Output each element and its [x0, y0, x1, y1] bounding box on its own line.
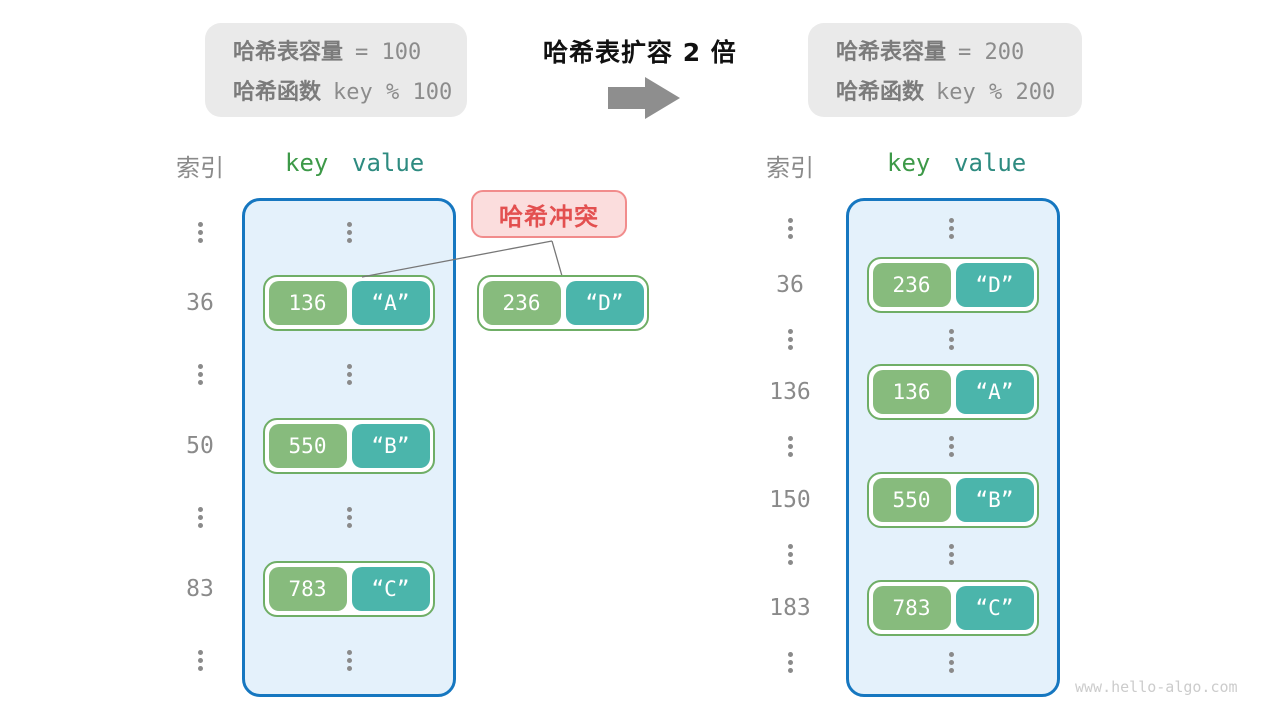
ellipsis-dots: [750, 544, 830, 565]
capacity-label: 哈希表容量: [233, 40, 344, 65]
key-cell: 550: [872, 478, 951, 522]
index-label: 150: [769, 487, 811, 513]
pair-136-A: 136 “A”: [867, 364, 1039, 420]
hash-function-value: key % 200: [936, 80, 1056, 105]
index-label: 50: [186, 433, 214, 459]
right-index-header: 索引: [766, 154, 814, 182]
key-cell: 783: [268, 567, 347, 611]
key-cell: 783: [872, 586, 951, 630]
ellipsis-dots: [911, 218, 991, 239]
ellipsis-dots: [911, 436, 991, 457]
pair-550-B: 550 “B”: [263, 418, 435, 474]
info-line: 哈希函数 key % 100: [233, 74, 467, 106]
hash-function-label: 哈希函数: [836, 80, 925, 105]
ellipsis-dots: [750, 652, 830, 673]
index-label: 136: [769, 379, 811, 405]
info-line: 哈希表容量 = 100: [233, 34, 467, 66]
index-label: 83: [186, 576, 214, 602]
info-box-capacity-200: 哈希表容量 = 200 哈希函数 key % 200: [808, 23, 1082, 117]
pair-550-B: 550 “B”: [867, 472, 1039, 528]
expand-title: 哈希表扩容 2 倍: [543, 38, 737, 67]
info-box-capacity-100: 哈希表容量 = 100 哈希函数 key % 100: [205, 23, 467, 117]
index-label: 183: [769, 595, 811, 621]
pair-236-D: 236 “D”: [867, 257, 1039, 313]
ellipsis-dots: [911, 329, 991, 350]
ellipsis-dots: [750, 329, 830, 350]
value-cell: “D”: [955, 263, 1034, 307]
left-index-header: 索引: [176, 154, 224, 182]
pair-783-C: 783 “C”: [867, 580, 1039, 636]
ellipsis-dots: [160, 650, 240, 671]
ellipsis-dots: [309, 222, 389, 243]
value-cell: “C”: [955, 586, 1034, 630]
hash-function-label: 哈希函数: [233, 80, 322, 105]
pair-136-A: 136 “A”: [263, 275, 435, 331]
collision-callout: 哈希冲突: [471, 190, 627, 238]
hash-function-value: key % 100: [333, 80, 453, 105]
watermark: www.hello-algo.com: [1075, 678, 1238, 696]
right-arrow-icon: [608, 77, 680, 119]
value-cell: “B”: [955, 478, 1034, 522]
ellipsis-dots: [911, 652, 991, 673]
key-cell: 236: [872, 263, 951, 307]
pair-236-D-colliding: 236 “D”: [477, 275, 649, 331]
info-line: 哈希函数 key % 200: [836, 74, 1082, 106]
value-cell: “D”: [565, 281, 644, 325]
ellipsis-dots: [911, 544, 991, 565]
ellipsis-dots: [309, 364, 389, 385]
key-cell: 236: [482, 281, 561, 325]
key-cell: 550: [268, 424, 347, 468]
ellipsis-dots: [750, 218, 830, 239]
value-cell: “A”: [955, 370, 1034, 414]
left-key-header: key: [285, 149, 329, 177]
right-value-header: value: [954, 149, 1027, 177]
capacity-value: = 100: [355, 40, 422, 65]
pair-783-C: 783 “C”: [263, 561, 435, 617]
ellipsis-dots: [309, 507, 389, 528]
ellipsis-dots: [160, 222, 240, 243]
capacity-value: = 200: [958, 40, 1025, 65]
key-cell: 136: [268, 281, 347, 325]
ellipsis-dots: [309, 650, 389, 671]
index-label: 36: [776, 272, 804, 298]
index-label: 36: [186, 290, 214, 316]
info-line: 哈希表容量 = 200: [836, 34, 1082, 66]
left-value-header: value: [352, 149, 425, 177]
right-key-header: key: [887, 149, 931, 177]
ellipsis-dots: [160, 507, 240, 528]
ellipsis-dots: [160, 364, 240, 385]
ellipsis-dots: [750, 436, 830, 457]
capacity-label: 哈希表容量: [836, 40, 947, 65]
value-cell: “A”: [351, 281, 430, 325]
key-cell: 136: [872, 370, 951, 414]
value-cell: “B”: [351, 424, 430, 468]
value-cell: “C”: [351, 567, 430, 611]
